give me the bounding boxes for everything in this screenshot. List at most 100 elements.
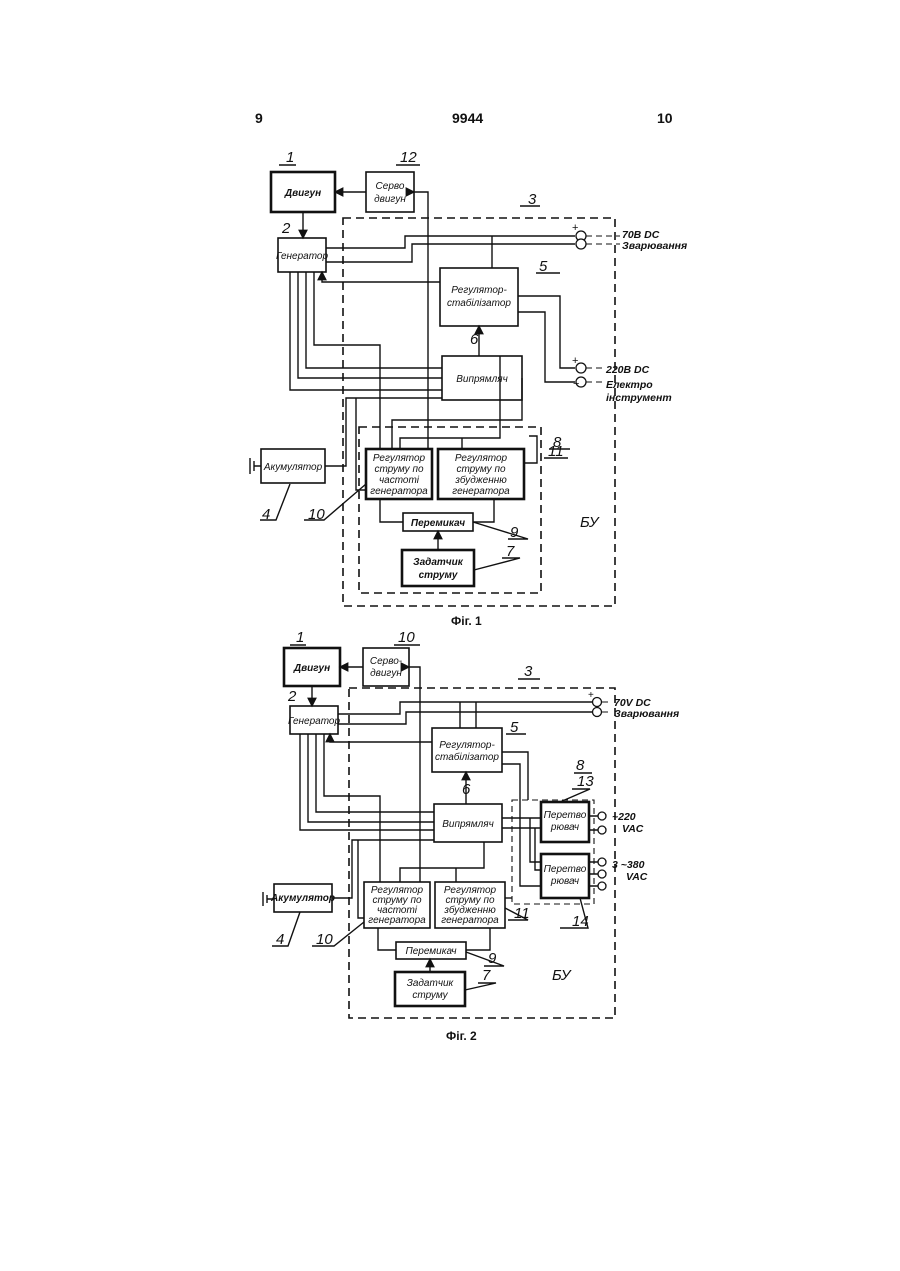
fig1-plus-220: +: [572, 355, 578, 367]
fig2-output-ac380-1: 3 ~380: [612, 859, 645, 871]
fig2-terminal-380-2: [598, 870, 606, 878]
fig1-wire-gen-freq-reg: [314, 272, 380, 449]
fig2-terminal-70v-plus: [593, 698, 602, 707]
fig2-switch-label: Перемикач: [405, 946, 456, 957]
fig2-wire-gen-rectifier-1: [300, 734, 434, 830]
fig2-engine-label: Двигун: [293, 663, 330, 674]
fig2-wire-rectifier-converters: [502, 818, 541, 870]
fig2-terminal-220-2: [598, 826, 606, 834]
fig1-wire-gen-rectifier-1: [290, 272, 442, 390]
fig1-freq-reg-label-2: струму по: [374, 464, 423, 475]
fig1-output-220v: 220В DC: [605, 364, 650, 376]
fig2-ref-7: 7: [482, 967, 491, 984]
fig2-servo-label-2: двигун: [370, 668, 402, 679]
fig1-wire-gen-out-plus: [326, 236, 575, 248]
fig2-ref-10-servo: 10: [398, 629, 415, 646]
fig2-conv1-label-2: рювач: [550, 822, 579, 833]
fig2-servo-block: [363, 648, 409, 686]
fig2-ref-9: 9: [488, 950, 497, 967]
fig2-wire-battery-freq-reg: [358, 840, 364, 918]
fig1-wire-regulator-220-plus: [518, 296, 575, 368]
fig1-exc-reg-label-4: генератора: [452, 486, 510, 497]
fig1-output-leads: [586, 236, 620, 382]
fig2-exc-reg-label-4: генератора: [441, 915, 499, 926]
fig1-regulator-label-1: Регулятор-: [451, 285, 507, 296]
fig2-freq-reg-label-4: генератора: [368, 915, 426, 926]
fig2-wire-exc-switch: [466, 928, 490, 950]
fig1-minus-220: −: [573, 378, 579, 390]
fig2-servo-label-1: Серво-: [370, 656, 403, 667]
fig1-wire-regulator-220-minus: [518, 312, 575, 382]
fig2-rectifier-label: Випрямляч: [442, 819, 494, 830]
fig2-wire-regulator-generator: [330, 734, 432, 742]
fig2-output-leads: [602, 702, 612, 712]
fig1-engine-label: Двигун: [284, 188, 321, 199]
fig1-regulator-block: [440, 268, 518, 326]
fig2-battery-label: Акумулятор: [270, 893, 335, 904]
fig1-exc-reg-label-1: Регулятор: [455, 453, 508, 464]
fig2-regulator-label-2: стабілізатор: [435, 751, 499, 763]
fig1-regulator-label-2: стабілізатор: [447, 297, 511, 309]
fig2-wire-bus-regulator: [460, 702, 476, 728]
fig2-wire-freq-switch: [378, 928, 396, 950]
fig1-wire-gen-rectifier-3: [306, 272, 442, 368]
fig2-ref-1: 1: [296, 629, 304, 646]
fig1-terminal-70v-minus: [576, 239, 586, 249]
fig1-output-tool-2: інструмент: [606, 392, 672, 404]
fig2-terminal-380-3: [598, 882, 606, 890]
fig1-switch-label: Перемикач: [411, 518, 465, 529]
fig2-setter-label-2: струму: [412, 990, 448, 1001]
fig2-caption: Фіг. 2: [446, 1029, 477, 1043]
fig2-generator-label: Генератор: [288, 716, 341, 727]
fig2-output-ac220-2: VAC: [622, 823, 644, 835]
fig2-ref-6: 6: [462, 781, 471, 798]
fig1-wire-exc-feedback: [524, 436, 537, 463]
fig2-terminal-70v-minus: [593, 708, 602, 717]
fig1-control-unit-label: БУ: [580, 514, 600, 531]
fig1-battery-ground-symbol: [250, 458, 261, 474]
fig1-wire-gen-out-minus: [326, 244, 575, 262]
fig1-wire-gen-rectifier-2: [298, 272, 442, 378]
fig2-wire-gen-rectifier-2: [308, 734, 434, 822]
fig1-wire-regulator-generator: [322, 272, 440, 282]
fig2-ref-3: 3: [524, 663, 533, 680]
fig2-wire-gen-rectifier-3: [316, 734, 434, 812]
fig1-generator-label: Генератор: [276, 251, 329, 262]
fig1-ref-12: 12: [400, 149, 417, 166]
fig1-output-tool-1: Електро: [606, 379, 653, 391]
fig1-output-welding: Зварювання: [622, 240, 687, 252]
fig1-ref-1: 1: [286, 149, 294, 166]
fig2-ref-2: 2: [287, 688, 297, 705]
fig2-wire-regulator-conv: [502, 752, 528, 800]
fig1-battery-label: Акумулятор: [263, 462, 323, 473]
figure-2: Двигун Серво- двигун Генератор Регулятор…: [263, 629, 679, 1043]
fig1-servo-label-1: Серво: [376, 181, 405, 192]
fig1-ref-2: 2: [281, 220, 291, 237]
fig2-ref-13: 13: [577, 773, 594, 790]
fig1-freq-reg-label-1: Регулятор: [373, 453, 426, 464]
fig2-conv2-label-1: Перетво: [544, 864, 587, 875]
fig1-setter-label-1: Задатчик: [413, 557, 464, 568]
fig2-conv2-label-2: рювач: [550, 876, 579, 887]
fig1-freq-reg-label-4: генератора: [370, 486, 428, 497]
figure-1: Двигун Серво двигун Генератор Регулятор-…: [250, 149, 687, 628]
fig1-servo-block: [366, 172, 414, 212]
fig1-freq-reg-label-3: частоті: [379, 475, 420, 486]
fig1-wire-exc-switch: [473, 499, 494, 522]
fig2-output-welding: Зварювання: [614, 708, 679, 720]
fig1-wire-servo-control: [414, 192, 428, 449]
fig1-plus-70: +: [572, 222, 578, 234]
fig1-exc-reg-label-3: збудженню: [454, 474, 507, 486]
fig2-wire-servo-control: [409, 667, 420, 882]
fig2-plus-70: +: [588, 690, 594, 701]
fig1-wire-battery-freq-reg: [356, 398, 366, 490]
fig1-wire-freq-switch: [380, 499, 403, 522]
fig2-terminal-380-1: [598, 858, 606, 866]
fig2-conv1-label-1: Перетво: [544, 810, 587, 821]
fig2-wire-freq-rectifier: [400, 842, 484, 882]
fig2-setter-label-1: Задатчик: [407, 978, 455, 989]
fig1-ref-6: 6: [470, 331, 479, 348]
fig2-ref-8: 8: [576, 757, 585, 774]
fig2-control-unit-label: БУ: [552, 967, 572, 984]
